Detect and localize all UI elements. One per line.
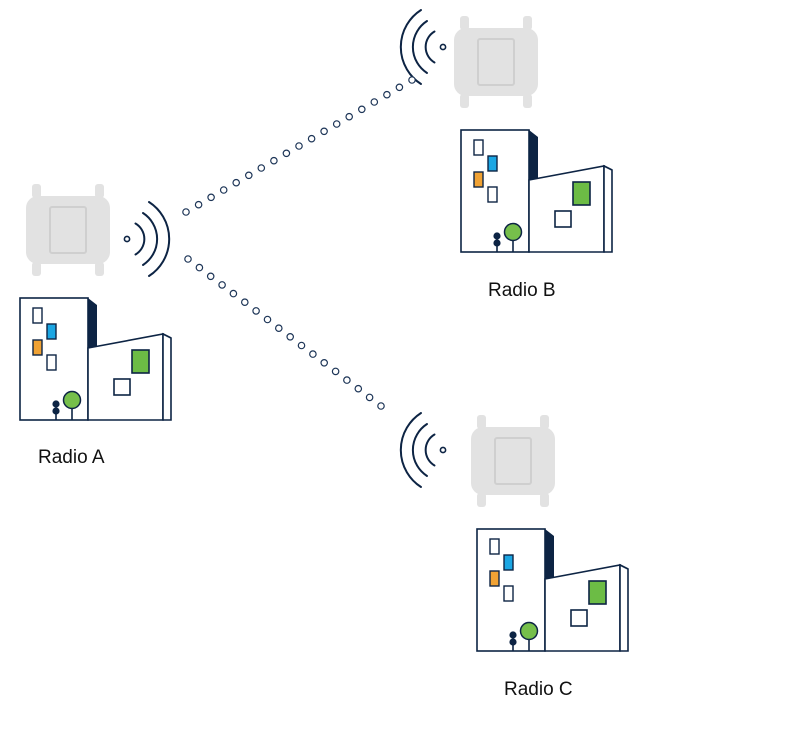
link-dot-a-b	[232, 178, 241, 187]
building-icon	[460, 129, 613, 253]
link-dot-a-b	[383, 90, 391, 99]
link-dot-a-b	[257, 164, 266, 172]
link-dot-a-b	[320, 127, 328, 136]
link-dot-a-c	[229, 289, 238, 298]
signal-waves-icon	[399, 412, 447, 488]
link-dot-a-b	[182, 208, 190, 216]
link-dot-a-b	[194, 200, 203, 209]
link-dot-a-c	[320, 358, 329, 367]
link-dot-a-b	[207, 193, 215, 202]
site-radio-b: Radio B	[399, 9, 613, 301]
link-dot-a-b	[219, 186, 228, 194]
radio-unit-icon	[453, 15, 539, 109]
link-dot-a-c	[263, 315, 272, 324]
link-dot-a-c	[195, 263, 204, 272]
radio-unit-icon	[470, 414, 556, 508]
link-dot-a-c	[343, 376, 351, 384]
link-dot-a-b	[245, 171, 253, 180]
link-dot-a-b	[370, 98, 379, 106]
link-dot-a-b	[307, 134, 316, 143]
link-dot-a-b	[408, 76, 416, 84]
building-icon	[476, 528, 629, 652]
link-dot-a-c	[309, 350, 317, 358]
link-dot-a-b	[270, 156, 278, 165]
link-dot-a-b	[332, 120, 341, 128]
site-radio-a: Radio A	[19, 183, 172, 468]
link-dot-a-c	[184, 255, 192, 263]
link-dot-a-c	[286, 332, 295, 341]
signal-waves-icon	[123, 201, 171, 277]
building-icon	[19, 297, 172, 421]
link-dot-a-c	[297, 341, 306, 350]
link-dot-a-c	[331, 367, 340, 376]
link-dot-a-c	[206, 272, 215, 281]
site-label-a: Radio A	[38, 447, 105, 468]
wireless-links	[182, 76, 416, 410]
link-dot-a-c	[354, 384, 363, 393]
site-label-b: Radio B	[488, 280, 556, 301]
link-dot-a-b	[345, 112, 354, 121]
link-dot-a-b	[282, 149, 291, 158]
link-dot-a-c	[241, 298, 249, 307]
site-radio-c: Radio C	[399, 412, 629, 700]
link-dot-a-b	[295, 142, 303, 150]
link-dot-a-b	[395, 83, 404, 92]
link-dot-a-c	[377, 402, 385, 410]
link-dot-a-c	[218, 281, 226, 289]
link-dot-a-c	[274, 324, 283, 333]
site-label-c: Radio C	[504, 679, 573, 700]
link-dot-a-c	[365, 393, 374, 402]
link-dot-a-c	[252, 307, 260, 315]
link-dot-a-b	[357, 105, 366, 114]
radio-unit-icon	[25, 183, 111, 277]
signal-waves-icon	[399, 9, 447, 85]
